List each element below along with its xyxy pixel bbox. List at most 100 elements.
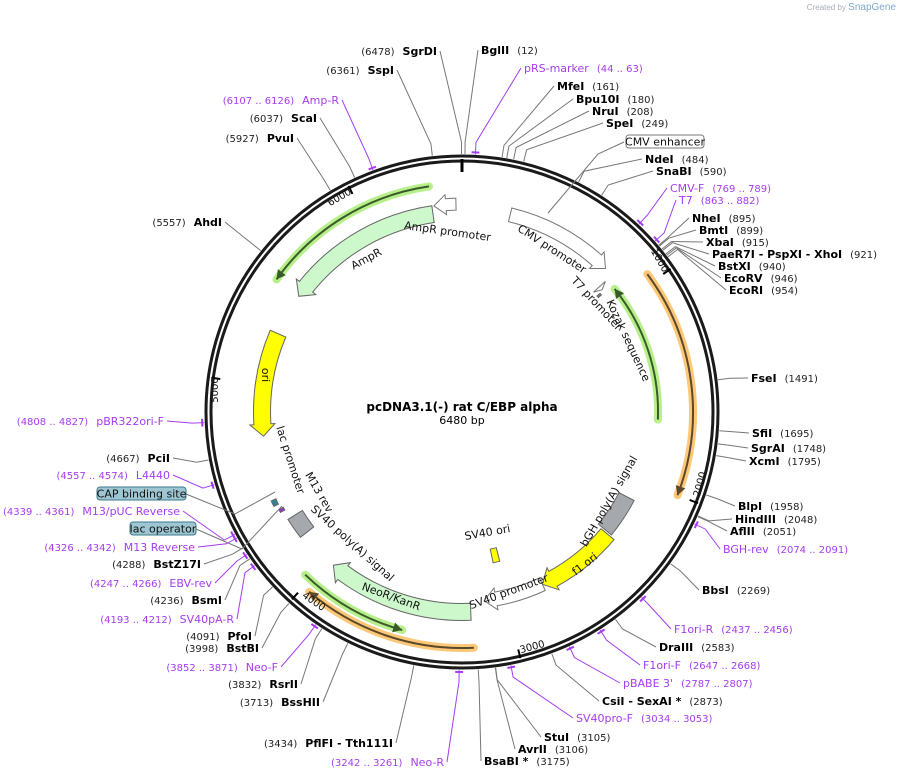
primer-site-position: (863 .. 882): [701, 196, 760, 207]
enzyme-site: NheI (895): [692, 212, 756, 225]
feature-layer: [248, 193, 635, 621]
enzyme-site-position: (1491): [785, 374, 818, 385]
enzyme-site-text: (6361)SspI: [326, 64, 394, 77]
enzyme-site: SnaBI(590): [656, 165, 727, 178]
enzyme-site: AflII(2051): [730, 525, 796, 538]
enzyme-site-position: (2048): [784, 515, 817, 526]
primer-site-position: (3242 .. 3261): [331, 758, 403, 769]
primer-site-leader: [214, 554, 248, 584]
orf-arrow: [305, 587, 478, 652]
enzyme-site-text: DraIII(2583): [659, 641, 735, 654]
enzyme-site-leader: [661, 240, 704, 250]
enzyme-site-leader: [477, 669, 482, 762]
enzyme-site-text: XcmI(1795): [749, 455, 821, 468]
primer-site: pBABE 3'(2787 .. 2807): [623, 677, 753, 690]
enzyme-site: SgrAI(1748): [751, 442, 826, 455]
primer-site: (4808 .. 4827)pBR322ori-F: [17, 415, 164, 428]
orf-arrow: [272, 182, 433, 284]
enzyme-site-text: BlpI(1958): [738, 500, 803, 513]
primer-site: SV40pro-F(3034 .. 3053): [576, 712, 713, 725]
primer-site: (4339 .. 4361)M13/pUC Reverse: [3, 505, 180, 518]
enzyme-site-name: BglII: [481, 44, 509, 57]
enzyme-site-leader: [717, 377, 749, 381]
primer-site: T7(863 .. 882): [678, 194, 760, 207]
enzyme-site: BmtI(899): [699, 224, 763, 237]
enzyme-site-position: (1958): [770, 502, 803, 513]
enzyme-site-position: (4091): [186, 632, 219, 643]
enzyme-site-leader: [697, 515, 733, 522]
primer-site-name: M13/pUC Reverse: [82, 505, 180, 518]
primer-site: CMV-F(769 .. 789): [670, 182, 771, 195]
enzyme-site: MfeI(161): [557, 80, 619, 93]
feature-sv40-poly-a-signal-shape: [287, 509, 315, 539]
enzyme-site-name: NheI: [692, 212, 721, 225]
enzyme-site-leader: [697, 516, 728, 532]
enzyme-site-leader: [659, 229, 697, 247]
enzyme-site-name: Bpu10I: [576, 93, 620, 106]
enzyme-site-text: (4288)BstZ17I: [112, 558, 201, 571]
enzyme-site-name: BstXI: [718, 260, 751, 273]
enzyme-site-text: AflII(2051): [730, 525, 796, 538]
primer-site-position: (3852 .. 3871): [166, 663, 238, 674]
primer-site-text: (4193 .. 4212)SV40pA-R: [100, 613, 234, 626]
primer-site: (4193 .. 4212)SV40pA-R: [100, 613, 234, 626]
enzyme-site-text: EcoRV(946): [724, 272, 798, 285]
enzyme-site-position: (5927): [226, 134, 259, 145]
feature-kozak-sequence-shape: [596, 292, 603, 299]
primer-site: F1ori-R(2437 .. 2456): [674, 623, 793, 636]
primer-site-position: (2787 .. 2807): [681, 679, 753, 690]
enzyme-site-text: BbsI(2269): [702, 584, 770, 597]
primer-site-text: pRS-marker(44 .. 63): [524, 62, 643, 75]
primer-site-text: (6107 .. 6126)Amp-R: [223, 94, 340, 107]
label-text: CAP binding site: [97, 488, 187, 501]
enzyme-site-leader: [439, 50, 462, 154]
primer-site-position: (2437 .. 2456): [721, 625, 793, 636]
feature-lac-promoter-shape: [270, 498, 280, 508]
primer-binding-mark: [597, 628, 606, 635]
primer-site-leader: [446, 669, 460, 763]
enzyme-site-name: SnaBI: [656, 165, 692, 178]
enzyme-site-leader: [322, 643, 349, 703]
enzyme-site-position: (895): [729, 214, 756, 225]
primer-site-text: F1ori-R(2437 .. 2456): [674, 623, 793, 636]
primer-site: pRS-marker(44 .. 63): [524, 62, 643, 75]
enzyme-site-name: DraIII: [659, 641, 693, 654]
primer-binding-mark: [242, 551, 249, 560]
primer-site-leader: [236, 565, 255, 620]
primer-site: (4557 .. 4574)L4440: [56, 469, 170, 482]
enzyme-site-position: (484): [682, 155, 709, 166]
enzyme-site-leader: [706, 494, 736, 507]
enzyme-site-text: (3434)PflFI - Tth111I: [264, 737, 393, 750]
enzyme-site-name: HindIII: [735, 513, 776, 526]
enzyme-site-text: (4236)BsmI: [150, 594, 222, 607]
feature-ampr-promoter-shape: [433, 193, 457, 216]
enzyme-site-text: SgrAI(1748): [751, 442, 826, 455]
enzyme-site-leader: [667, 248, 727, 291]
boxed-label-leader: [195, 505, 283, 550]
primer-site-position: (769 .. 789): [712, 184, 771, 195]
primer-site-text: (3852 .. 3871)Neo-F: [166, 661, 278, 674]
snapgene-logo-text: SnapGene: [848, 2, 896, 13]
enzyme-site-position: (4667): [106, 454, 139, 465]
enzyme-site-name: AhdI: [194, 216, 222, 229]
enzyme-site-text: SpeI(249): [606, 117, 668, 130]
enzyme-site-name: PflFI - Tth111I: [305, 737, 393, 750]
enzyme-site: BbsI(2269): [702, 584, 770, 597]
enzyme-site-position: (249): [641, 119, 668, 130]
enzyme-site-name: SgrAI: [751, 442, 785, 455]
primer-site-name: pBR322ori-F: [96, 415, 164, 428]
primer-site-position: (6107 .. 6126): [223, 96, 295, 107]
primer-site-position: (4193 .. 4212): [100, 615, 172, 626]
enzyme-site: XcmI(1795): [749, 455, 821, 468]
enzyme-site: (4288)BstZ17I: [112, 558, 201, 571]
enzyme-site-text: NdeI(484): [645, 153, 709, 166]
enzyme-site-name: BsmI: [192, 594, 223, 607]
boxed-label-leader: [547, 141, 625, 214]
primer-site-text: T7(863 .. 882): [678, 194, 760, 207]
enzyme-site-text: (3832)RsrII: [228, 678, 298, 691]
label-box: [625, 134, 705, 149]
enzyme-site-text: NruI(208): [592, 105, 654, 118]
primer-site-leader: [694, 523, 721, 550]
leader-layer: [166, 49, 750, 763]
orf-line: [646, 273, 694, 496]
